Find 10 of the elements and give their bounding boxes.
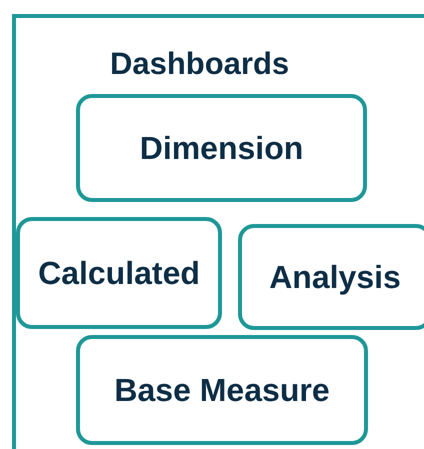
category-box: [76, 94, 367, 202]
box-label: Calculated: [38, 254, 200, 292]
panel-heading: Dashboards: [110, 46, 290, 82]
dashboard-panel: [12, 14, 424, 449]
box-label: Dimension: [140, 130, 304, 166]
box-label: Analysis: [269, 258, 401, 296]
category-box: [76, 335, 368, 445]
category-box: [238, 224, 424, 330]
box-label: Base Measure: [114, 372, 330, 408]
category-box: [16, 217, 222, 329]
